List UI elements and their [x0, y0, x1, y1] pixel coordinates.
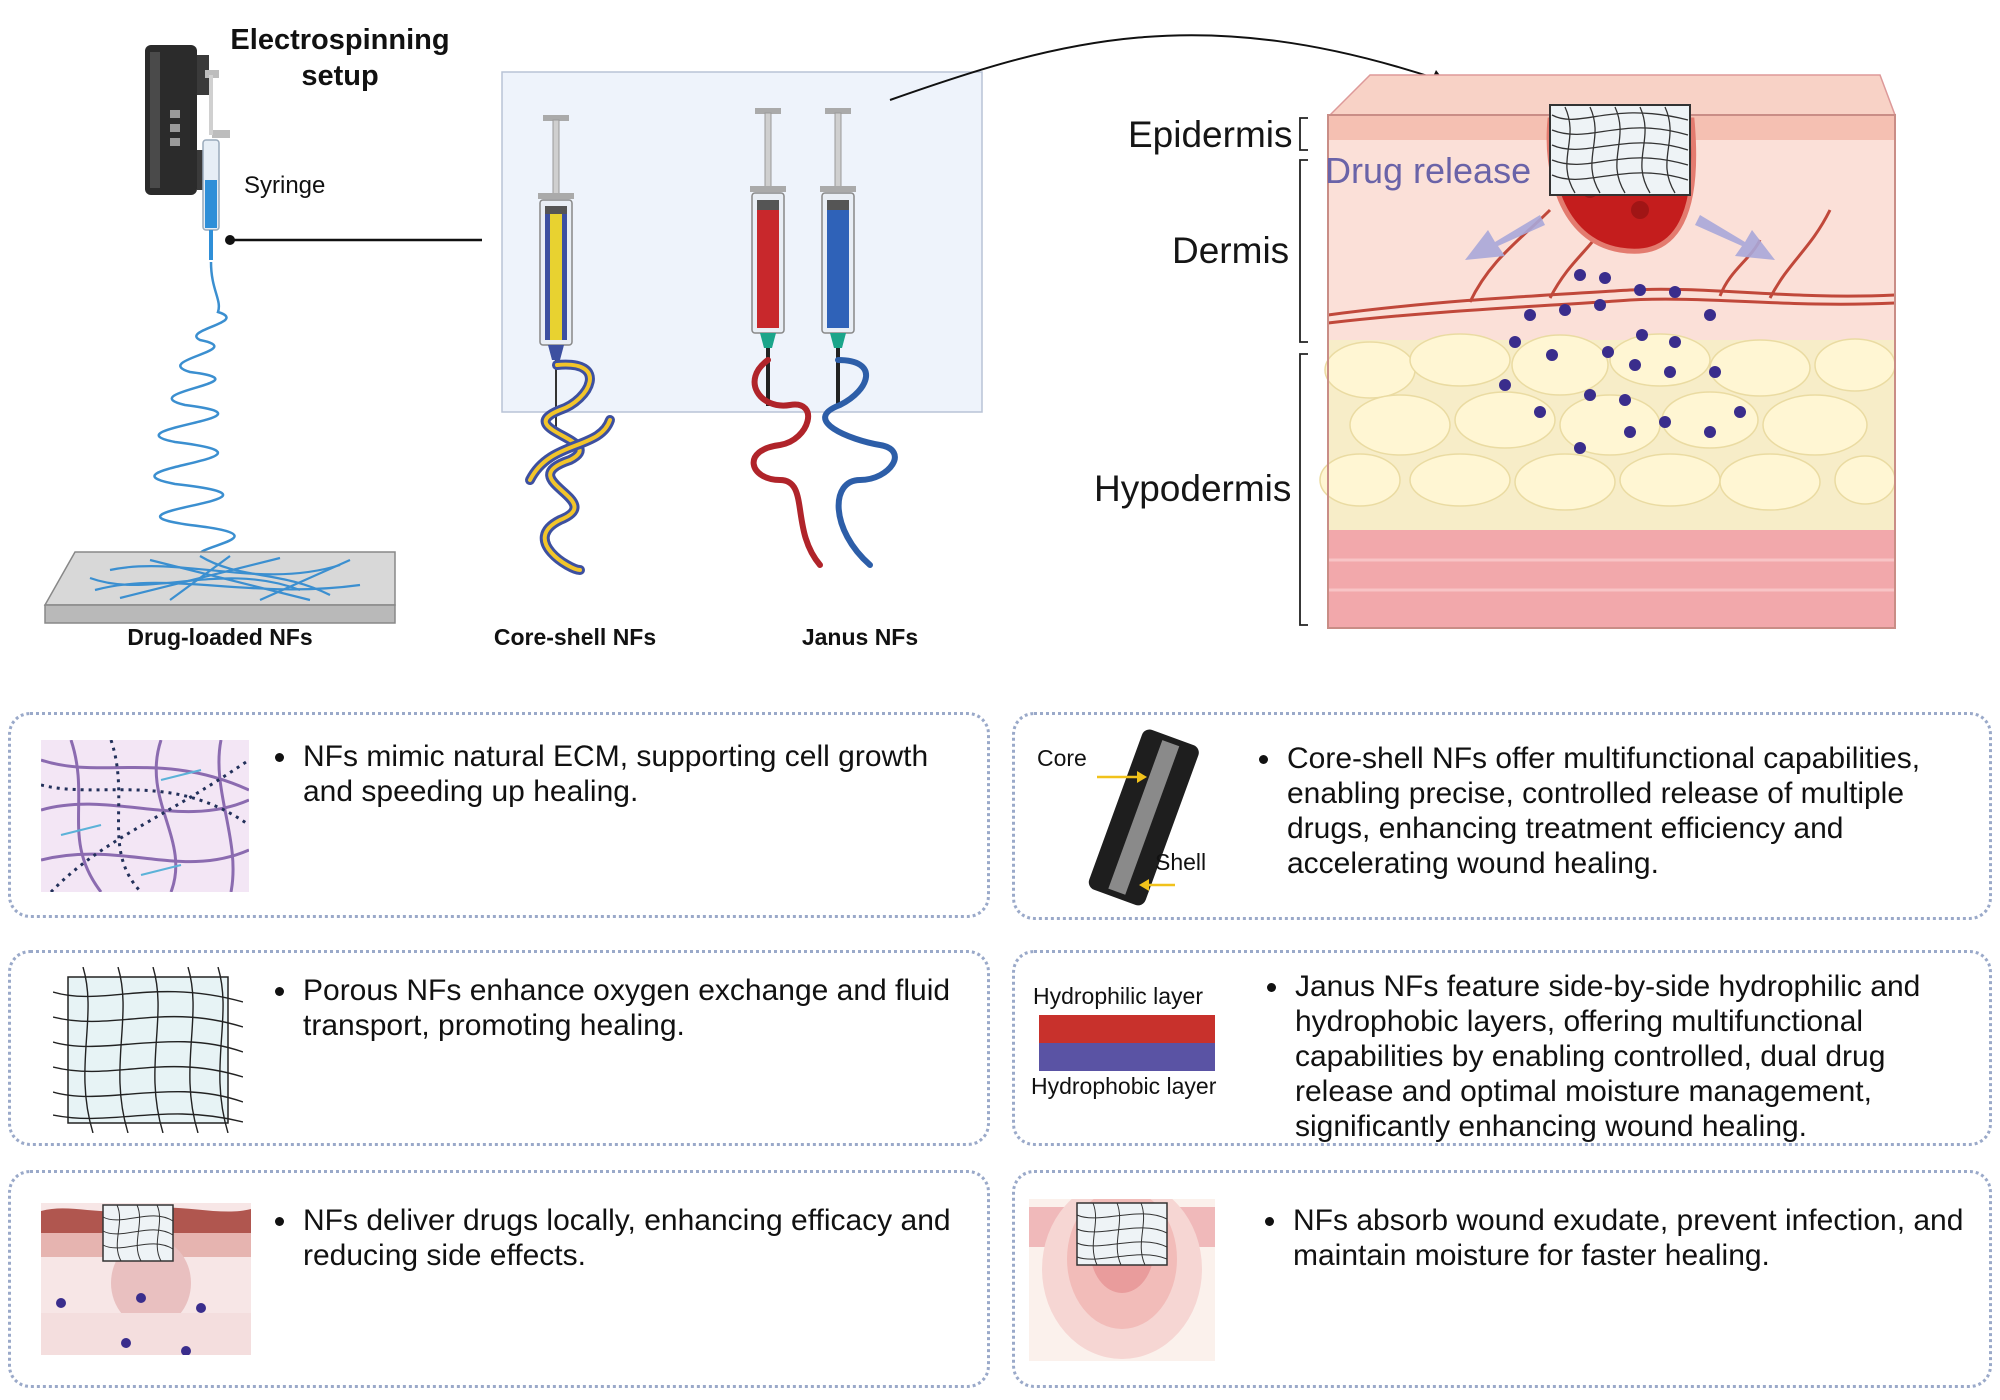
- janus-syringe-blue-icon: [820, 108, 856, 406]
- setup-title-line2: setup: [301, 60, 379, 92]
- core-shell-syringe-icon: [538, 115, 574, 428]
- collector-plate-icon: [43, 551, 396, 624]
- release-arrow-left-icon: [1465, 215, 1545, 260]
- layer-brackets: [1299, 117, 1308, 626]
- card-core-shell: Core Shell Core-shell NFs offer multifun…: [1012, 712, 1992, 920]
- card-ecm: NFs mimic natural ECM, supporting cell g…: [8, 712, 990, 918]
- card-exudate: NFs absorb wound exudate, prevent infect…: [1012, 1170, 1992, 1388]
- core-shell-fiber-icon: [525, 359, 615, 575]
- electrospinning-illustration: [43, 45, 482, 624]
- shell-label: Shell: [1155, 849, 1207, 875]
- exudate-text: NFs absorb wound exudate, prevent infect…: [1289, 1203, 1981, 1273]
- drug-release-label: Drug release: [1325, 150, 1532, 191]
- fiber-jet: [153, 261, 251, 567]
- skin-section-illustration: [1319, 74, 1897, 629]
- core-shell-text: Core-shell NFs offer multifunctional cap…: [1283, 741, 1975, 881]
- setup-syringe-icon: [202, 75, 220, 260]
- janus-syringe-red-icon: [750, 108, 786, 406]
- exudate-skin-icon: [1029, 1199, 1215, 1361]
- card-local-delivery: NFs deliver drugs locally, enhancing eff…: [8, 1170, 990, 1388]
- epidermis-label: Epidermis: [1128, 114, 1293, 155]
- setup-title-line1: Electrospinning: [230, 24, 450, 56]
- core-label: Core: [1037, 745, 1087, 771]
- core-shell-fiber-diagram-icon: [1088, 729, 1199, 906]
- drug-loaded-label: Drug-loaded NFs: [127, 624, 313, 650]
- core-shell-label: Core-shell NFs: [493, 624, 657, 650]
- hydrophobic-label: Hydrophobic layer: [1031, 1073, 1217, 1099]
- local-delivery-skin-icon: [41, 1203, 251, 1355]
- ecm-fibers-icon: [41, 740, 249, 892]
- card-porous: Porous NFs enhance oxygen exchange and f…: [8, 950, 990, 1146]
- nanofiber-types-illustration: [501, 71, 983, 575]
- release-arrow-right-icon: [1695, 215, 1775, 260]
- card-janus: Hydrophilic layer Hydrophobic layer Janu…: [1012, 950, 1992, 1146]
- syringe-label: Syringe: [244, 172, 326, 199]
- ecm-text: NFs mimic natural ECM, supporting cell g…: [299, 739, 961, 809]
- hydrophilic-label: Hydrophilic layer: [1033, 983, 1204, 1009]
- porous-mesh-icon: [53, 967, 243, 1133]
- drug-particles: [1499, 269, 1746, 454]
- nanofiber-patch-icon: [1549, 104, 1691, 196]
- local-text: NFs deliver drugs locally, enhancing eff…: [299, 1203, 981, 1273]
- janus-layers-icon: [1039, 1015, 1215, 1071]
- setup-title: Electrospinning setup: [220, 22, 460, 94]
- janus-fiber-blue-icon: [822, 357, 898, 568]
- dermis-label: Dermis: [1172, 230, 1290, 271]
- hypodermis-label: Hypodermis: [1094, 468, 1292, 509]
- porous-text: Porous NFs enhance oxygen exchange and f…: [299, 973, 971, 1043]
- janus-label: Janus NFs: [801, 624, 919, 650]
- janus-text: Janus NFs feature side-by-side hydrophil…: [1291, 969, 1981, 1144]
- janus-fiber-red-icon: [750, 357, 823, 568]
